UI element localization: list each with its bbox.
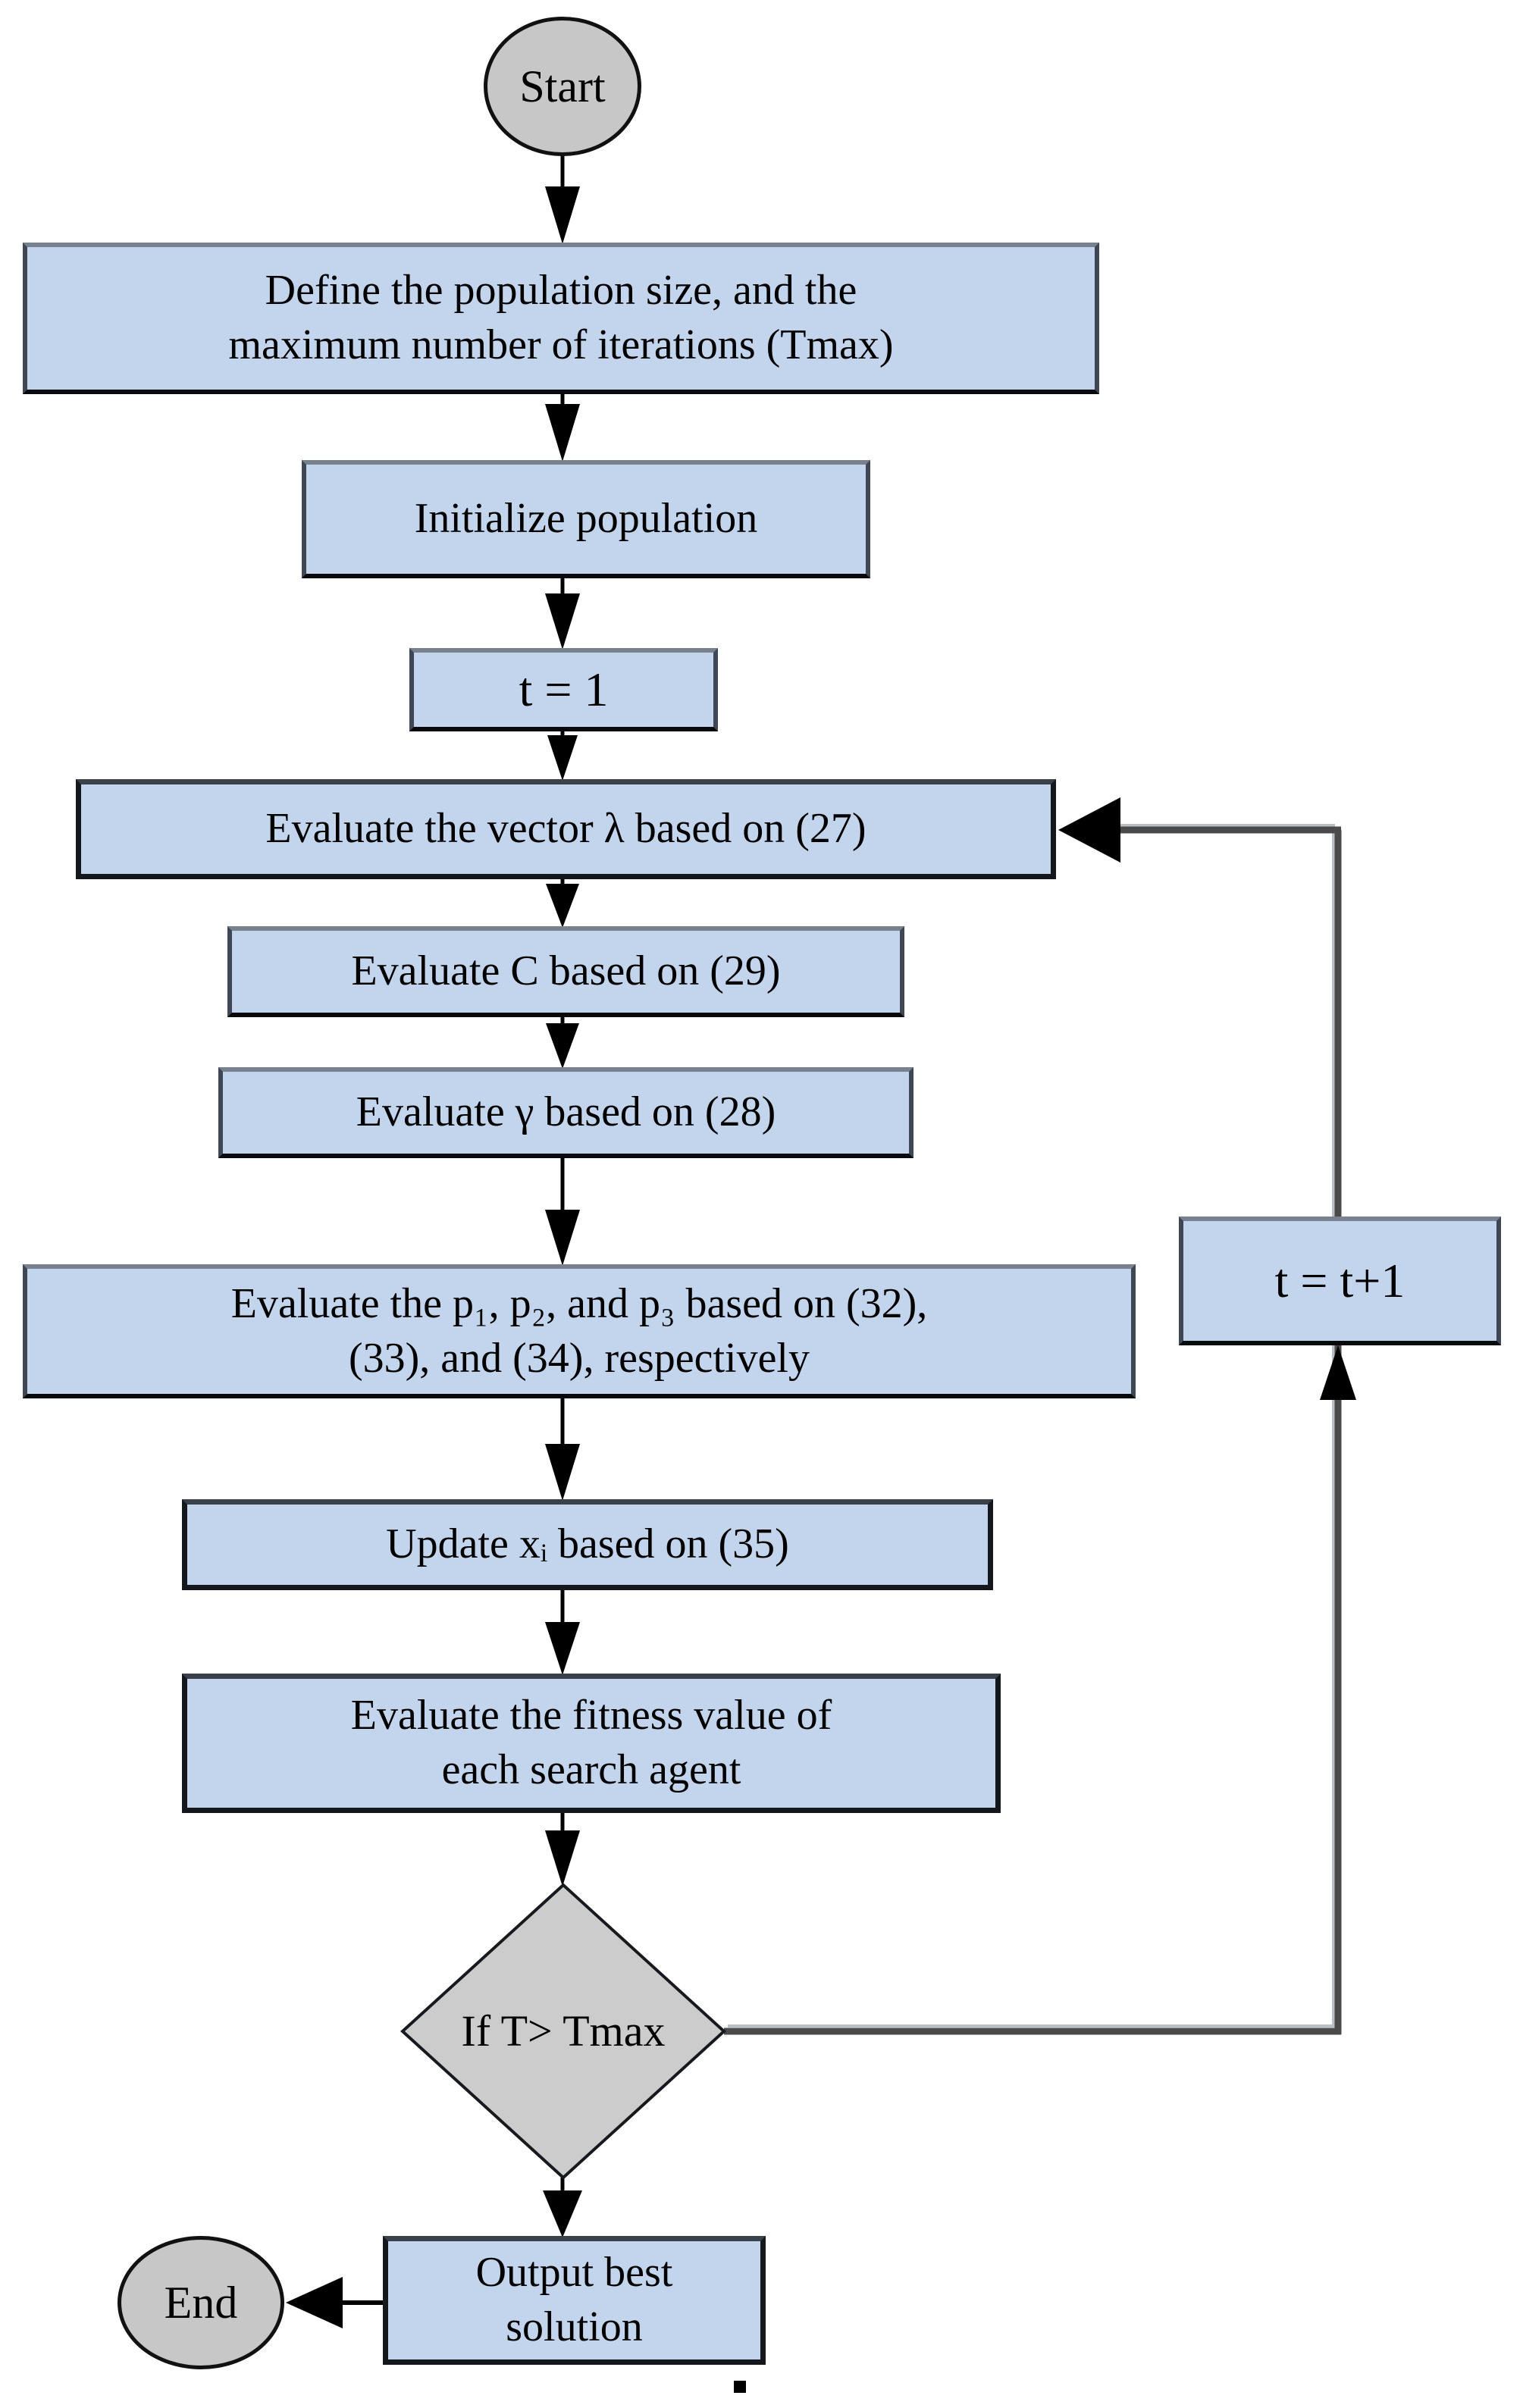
node-update-xi: Update xᵢ based on (35) [182, 1499, 993, 1590]
node-t-increment-label: t = t+1 [1274, 1254, 1405, 1308]
arrow-lambda-to-c [546, 879, 579, 928]
node-evaluate-p123: Evaluate the p₁, p₂, and p₃ based on (32… [23, 1264, 1136, 1398]
node-evaluate-lambda: Evaluate the vector λ based on (27) [76, 779, 1056, 879]
node-decision-tmax: If T> Tmax [403, 1971, 724, 2092]
node-evaluate-fitness-label: Evaluate the fitness value of each searc… [350, 1692, 832, 1793]
loop-line-highlight [728, 824, 1335, 2028]
node-evaluate-c-label: Evaluate C based on (29) [351, 947, 781, 995]
node-output-best-solution: Output best solution [383, 2236, 766, 2365]
decision-diamond-shape [400, 1883, 726, 2180]
arrow-start-to-define [545, 155, 580, 244]
node-evaluate-fitness: Evaluate the fitness value of each searc… [182, 1674, 1001, 1813]
node-end-label: End [164, 2277, 238, 2328]
arrow-p123-to-update [545, 1398, 580, 1501]
stray-ink-dot [734, 2381, 746, 2393]
loop-arrowhead-up-icon [1320, 1345, 1356, 1400]
node-t-equals-1: t = 1 [409, 648, 718, 731]
arrow-fitness-to-decision [545, 1813, 580, 1887]
arrow-t1-to-lambda [547, 731, 578, 781]
arrow-gamma-to-p123 [545, 1158, 580, 1266]
node-evaluate-gamma-label: Evaluate γ based on (28) [356, 1088, 776, 1136]
node-decision-tmax-label: If T> Tmax [461, 2006, 666, 2056]
node-evaluate-lambda-label: Evaluate the vector λ based on (27) [265, 805, 866, 853]
node-evaluate-gamma: Evaluate γ based on (28) [218, 1067, 913, 1158]
node-initialize-population-label: Initialize population [414, 495, 758, 543]
arrow-decision-to-output [543, 2178, 582, 2237]
loop-arrowhead-left-icon [1058, 797, 1120, 863]
node-start: Start [484, 17, 641, 156]
arrow-define-to-init [545, 394, 580, 462]
node-evaluate-p123-label: Evaluate the p₁, p₂, and p₃ based on (32… [230, 1279, 928, 1382]
arrow-c-to-gamma [546, 1017, 579, 1069]
node-output-best-solution-label: Output best solution [475, 2249, 673, 2350]
arrow-update-to-fitness [545, 1590, 580, 1675]
node-define-population-label: Define the population size, and the maxi… [228, 267, 894, 368]
arrow-output-to-end [286, 2277, 383, 2328]
node-t-increment: t = t+1 [1179, 1217, 1501, 1345]
node-t-equals-1-label: t = 1 [519, 662, 609, 717]
node-end: End [118, 2236, 284, 2369]
node-initialize-population: Initialize population [302, 460, 870, 578]
node-define-population: Define the population size, and the maxi… [23, 243, 1099, 394]
node-evaluate-c: Evaluate C based on (29) [227, 926, 904, 1017]
node-update-xi-label: Update xᵢ based on (35) [386, 1520, 789, 1568]
node-start-label: Start [519, 61, 606, 111]
loop-connector [724, 797, 1356, 2035]
arrow-init-to-t1 [545, 578, 580, 650]
